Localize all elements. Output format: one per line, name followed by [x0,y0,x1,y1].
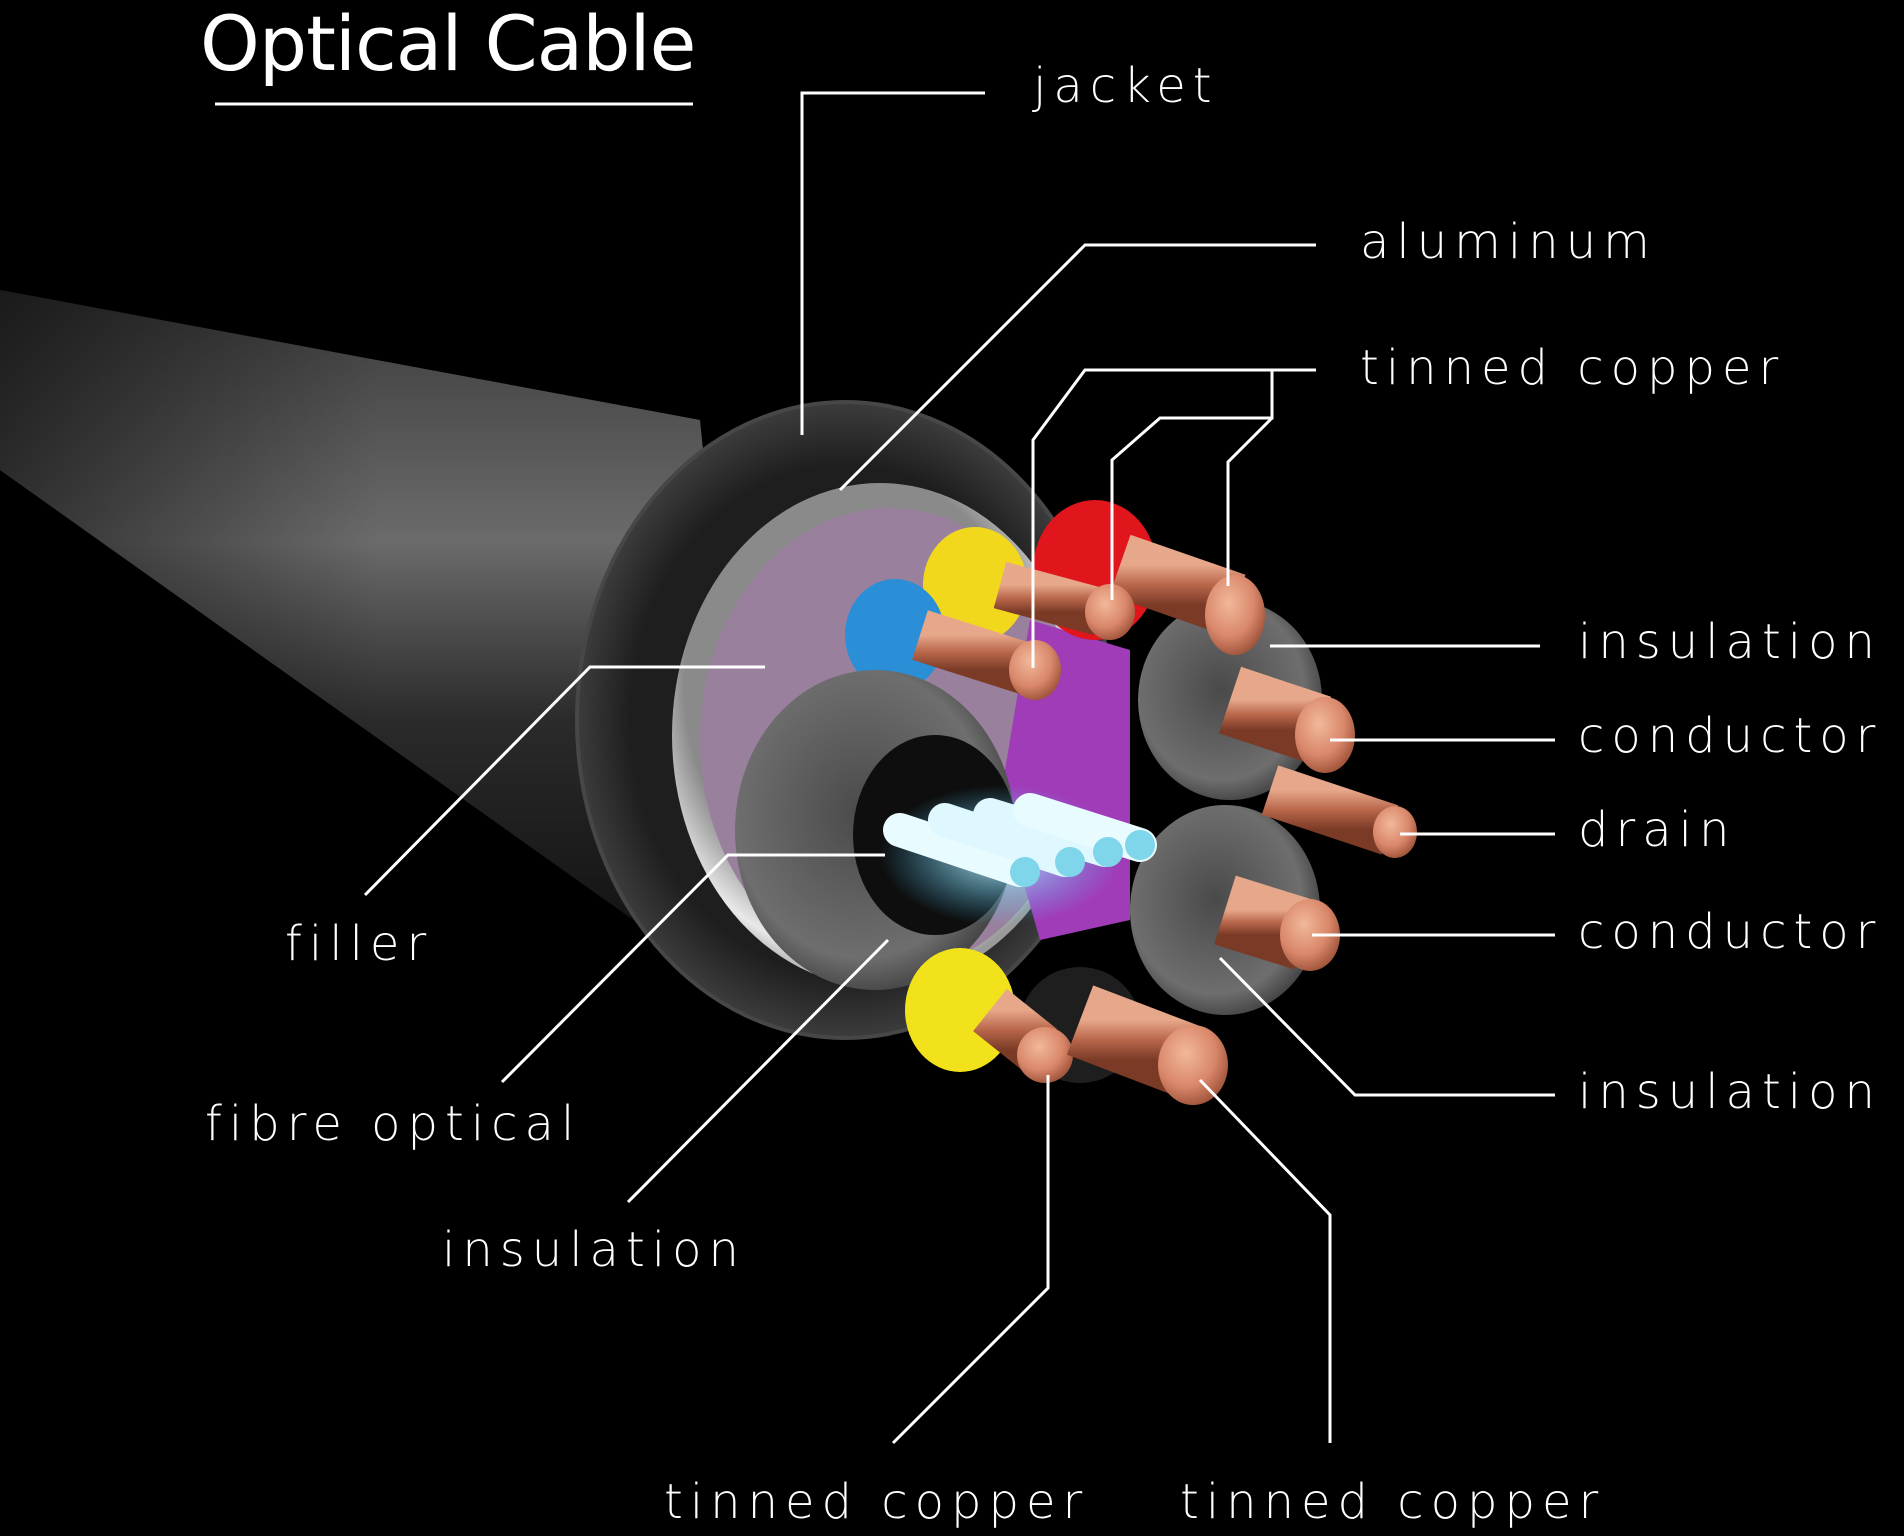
label-insulation-right-top: insulation [1578,614,1882,670]
fibre-strands [880,785,1157,925]
leader-tinned-copper-top-3 [1226,416,1274,586]
leader-tinned-copper-top-2 [1110,370,1274,600]
copper-rods [912,534,1417,1105]
leader-tinned-copper-top [1031,368,1316,668]
label-tinned-copper-top: tinned copper [1360,340,1786,396]
label-insulation-right-bottom: insulation [1578,1064,1882,1120]
diagram-title: Optical Cable [200,0,696,88]
leader-tinned-copper-bottom-right [1198,1078,1332,1443]
insulation-blue [845,579,945,691]
label-jacket: jacket [1033,58,1219,114]
leader-insulation-right-bottom [1218,956,1555,1097]
label-conductor-upper: conductor [1578,708,1883,764]
cable-body-shade [0,290,760,1010]
label-filler: filler [285,916,434,972]
leader-tinned-copper-bottom-left [891,1075,1050,1445]
label-insulation-left-bottom: insulation [442,1222,746,1278]
leader-fibre-optical [500,853,885,1084]
leader-insulation-left-bottom [626,938,890,1204]
label-fibre-optical: fibre optical [205,1096,582,1152]
label-tinned-copper-bottom-left: tinned copper [664,1474,1090,1530]
leader-aluminum [838,243,1316,492]
label-aluminum: aluminum [1360,214,1657,270]
leader-filler [363,665,765,897]
label-tinned-copper-bottom-right: tinned copper [1180,1474,1606,1530]
label-drain: drain [1578,802,1737,858]
leader-lines [363,91,1555,1445]
insulation-yellow-top [923,527,1027,643]
label-conductor-lower: conductor [1578,904,1883,960]
leader-jacket [800,91,985,435]
